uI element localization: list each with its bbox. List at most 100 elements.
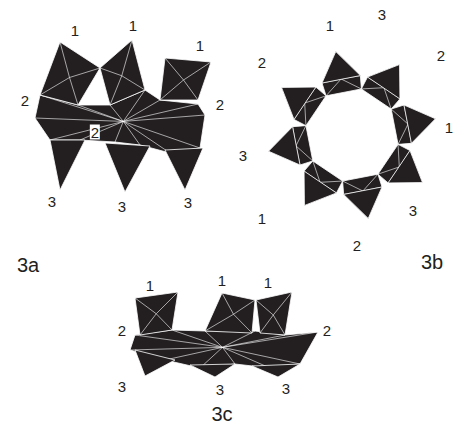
octahedron-facets	[344, 187, 382, 218]
position-number: 1	[70, 23, 80, 38]
octahedron-face	[304, 171, 336, 205]
octahedron-facets	[50, 140, 85, 190]
facet-edge	[78, 105, 123, 121]
facet-edge	[398, 144, 399, 167]
octahedron-face	[282, 87, 327, 126]
facet-edge	[123, 100, 160, 121]
position-number: 2	[436, 48, 446, 63]
position-number: 1	[195, 38, 205, 53]
figure-label: 3a	[16, 255, 40, 275]
facet-edge	[140, 314, 156, 335]
position-number: 1	[257, 211, 267, 226]
octahedron-face	[135, 350, 175, 376]
octahedron-facets	[269, 126, 313, 165]
facet-edge	[123, 104, 198, 121]
figure-label: 3b	[420, 252, 444, 272]
octahedron-facets	[190, 364, 235, 377]
position-number: 3	[117, 379, 127, 394]
octahedron-face	[50, 140, 85, 190]
octahedron-facets	[322, 52, 360, 83]
facet-edge	[100, 68, 122, 76]
facet-edge	[223, 347, 301, 364]
position-number: 1	[444, 120, 454, 135]
octahedron-facets	[282, 87, 327, 126]
facet-edge	[70, 68, 101, 78]
facet-edge	[234, 314, 253, 333]
octahedron-facets	[105, 143, 150, 192]
octahedron-facets	[378, 144, 423, 183]
octahedron-face	[282, 87, 316, 119]
facet-edge	[110, 105, 123, 121]
figure-label: 3c	[210, 404, 233, 424]
facet-edge	[273, 292, 292, 315]
octahedron-facets	[391, 105, 435, 144]
octahedron-facets	[165, 148, 203, 190]
position-number: 1	[145, 278, 155, 293]
octahedron-face	[304, 161, 343, 206]
facet-edge	[256, 300, 273, 315]
facet-edge	[123, 121, 140, 145]
position-number: 3	[215, 382, 225, 397]
octahedron-face	[322, 52, 361, 96]
octahedron-face	[160, 58, 211, 100]
facet-edge	[60, 42, 70, 78]
facet-edge	[260, 315, 273, 333]
facet-edge	[122, 76, 145, 90]
facet-edge	[341, 79, 361, 89]
facet-edge	[50, 121, 123, 140]
position-number: 3	[377, 7, 387, 22]
octahedron-face	[344, 187, 382, 218]
octahedron-face	[269, 127, 300, 165]
position-number: 1	[128, 18, 138, 33]
octahedron-face	[105, 143, 150, 192]
octahedron-facets	[269, 127, 300, 165]
octahedra-chain-c	[130, 292, 318, 377]
octahedron-face	[40, 42, 100, 105]
facet-edge	[130, 347, 223, 350]
octahedron-face	[378, 144, 423, 183]
facet-edge	[156, 314, 172, 330]
octahedron-face	[322, 52, 360, 83]
octahedron-face	[252, 364, 300, 377]
position-number: 2	[257, 55, 267, 70]
octahedron-face	[391, 105, 435, 144]
facet-edge	[305, 103, 306, 126]
facet-edge	[223, 335, 286, 347]
octahedron-facets	[368, 65, 400, 99]
position-number: 3	[183, 195, 193, 210]
octahedron-face	[368, 65, 400, 99]
position-number: 3	[238, 148, 248, 163]
octahedron-face	[404, 105, 435, 143]
facet-edge	[205, 331, 223, 347]
position-number: 2	[90, 125, 100, 140]
octahedron-facets	[205, 293, 255, 333]
facet-edge	[223, 332, 319, 347]
position-number: 2	[117, 323, 127, 338]
octahedron-face	[361, 65, 400, 110]
octahedron-facets	[135, 350, 175, 376]
facet-edge	[234, 300, 256, 314]
facet-edge	[296, 126, 306, 146]
facet-edge	[70, 78, 79, 106]
octahedron-facets	[256, 292, 292, 335]
facet-edge	[122, 40, 132, 76]
facet-edge	[361, 88, 384, 89]
facet-edge	[205, 314, 234, 331]
position-number: 2	[322, 323, 332, 338]
octahedron-facets	[100, 40, 145, 105]
facet-edge	[165, 58, 184, 80]
facet-edge	[223, 347, 236, 364]
position-number: 3	[408, 203, 418, 218]
octahedron-facets	[304, 171, 336, 205]
facet-edge	[184, 62, 212, 80]
octahedron-facets	[282, 87, 316, 119]
octahedron-face	[343, 174, 382, 218]
position-number: 3	[117, 199, 127, 214]
octahedron-facets	[322, 52, 361, 96]
facet-edge	[123, 121, 200, 148]
facet-edge	[320, 181, 343, 182]
position-number: 3	[47, 194, 57, 209]
octahedron-facets	[304, 161, 343, 206]
